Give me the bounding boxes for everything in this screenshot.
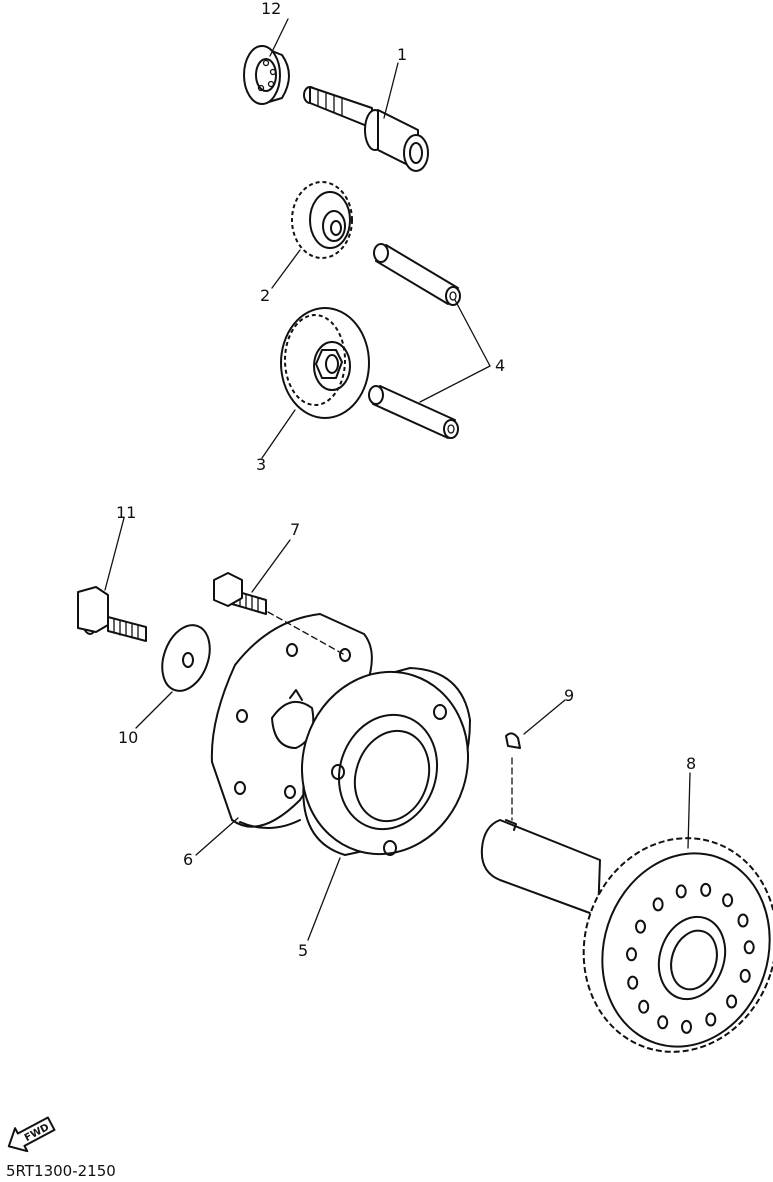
callout-7: 7 — [290, 520, 300, 539]
callout-11: 11 — [116, 503, 136, 522]
callout-12: 12 — [261, 0, 281, 18]
leader-lines — [104, 18, 691, 941]
part-7-bolt — [213, 572, 267, 615]
diagram-code: 5RT1300-2150 — [6, 1162, 116, 1180]
part-12-bearing — [243, 45, 290, 105]
gear-hole — [726, 994, 738, 1009]
part-10-washer — [161, 624, 211, 692]
part-9-key — [505, 732, 521, 749]
callout-8: 8 — [686, 754, 696, 773]
gear-hole — [652, 897, 664, 912]
callouts: 12 1 2 4 3 11 7 9 10 8 6 5 — [116, 0, 696, 960]
part-1-shaft — [303, 86, 429, 172]
gear-hole — [675, 884, 687, 899]
part-8-gear — [582, 837, 773, 1053]
callout-2: 2 — [260, 286, 270, 305]
gear-hole — [638, 999, 650, 1014]
callout-10: 10 — [118, 728, 138, 747]
gear-hole — [700, 882, 712, 897]
gear-hole — [737, 913, 749, 928]
assembly-lines — [267, 611, 513, 821]
fwd-arrow-icon: FWD — [7, 1116, 56, 1153]
part-4-pin-lower — [368, 385, 459, 439]
callout-4: 4 — [495, 356, 505, 375]
part-3-gear — [280, 307, 370, 419]
callout-6: 6 — [183, 850, 193, 869]
gear-hole — [681, 1019, 692, 1034]
callout-3: 3 — [256, 455, 266, 474]
crankshaft-end — [480, 819, 601, 917]
callout-1: 1 — [397, 45, 407, 64]
gear-hole — [743, 940, 755, 955]
gear-hole — [657, 1015, 669, 1030]
gear-hole — [705, 1012, 717, 1027]
callout-5: 5 — [298, 941, 308, 960]
part-2-gear — [291, 181, 353, 259]
part-5-clutch — [300, 648, 471, 856]
part-11-bolt — [77, 586, 147, 642]
gear-hole — [722, 893, 734, 908]
gear-hole — [739, 968, 751, 983]
gear-hole — [635, 919, 646, 934]
gear-hole — [627, 975, 639, 990]
part-4-pin-upper — [373, 243, 461, 306]
callout-9: 9 — [564, 686, 574, 705]
gear-hole — [626, 947, 637, 962]
